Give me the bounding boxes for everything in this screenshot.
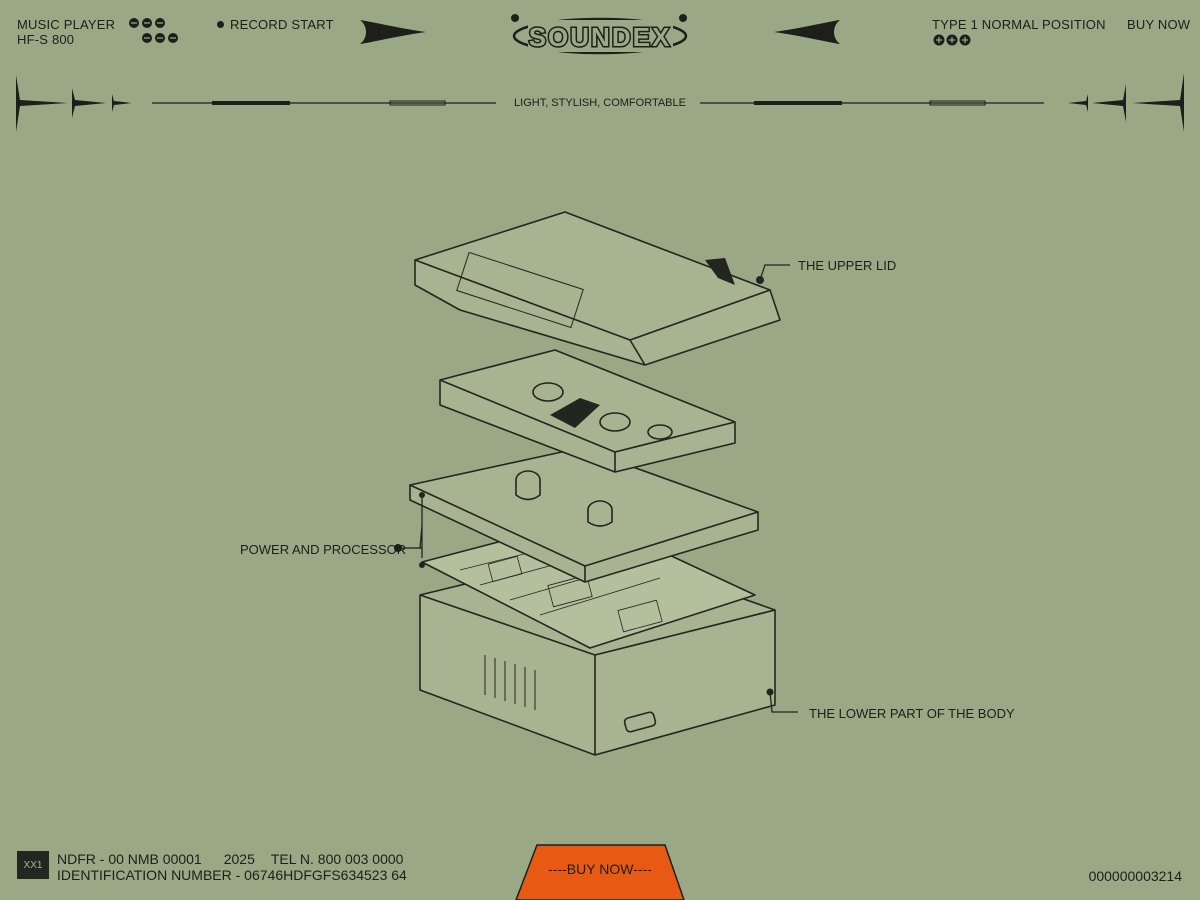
buy-button-label: ----BUY NOW----	[548, 861, 652, 877]
callout-upper-lid: THE UPPER LID	[798, 258, 897, 273]
left-spike-icon	[16, 75, 68, 132]
record-start[interactable]: RECORD START	[217, 17, 334, 32]
callout-lower-body: THE LOWER PART OF THE BODY	[809, 706, 1015, 721]
power-leader-line	[394, 544, 422, 552]
type-label: TYPE 1 NORMAL POSITION	[932, 17, 1106, 32]
exploded-device-illustration	[409, 211, 798, 756]
footer-ref: NDFR - 00 NMB 00001	[57, 851, 202, 867]
footer-badge: XX1	[17, 851, 49, 879]
buy-now-button[interactable]: ----BUY NOW----	[515, 844, 685, 900]
upper-lid-shape	[414, 211, 781, 366]
footer-ident: IDENTIFICATION NUMBER - 06746HDFGFS63452…	[57, 867, 407, 883]
footer-tel: TEL N. 800 003 0000	[270, 851, 404, 867]
footer-info: XX1 NDFR - 00 NMB 00001 2025 TEL N. 800 …	[17, 851, 407, 883]
product-line-1: MUSIC PLAYER	[17, 17, 116, 32]
decorative-dots-icon	[129, 18, 178, 43]
header-divider	[16, 73, 1184, 132]
logo-text: SOUNDEX	[529, 22, 672, 52]
product-line-2: HF-S 800	[17, 32, 75, 47]
right-swoosh-icon	[774, 20, 840, 44]
type-dots-icon	[933, 34, 971, 46]
buy-now-link[interactable]: BUY NOW	[1127, 17, 1191, 32]
type-info: TYPE 1 NORMAL POSITION	[932, 17, 1106, 50]
callout-power-processor: POWER AND PROCESSOR	[240, 542, 407, 557]
tagline: LIGHT, STYLISH, COMFORTABLE	[514, 97, 686, 109]
serial-number: 000000003214	[1088, 868, 1182, 884]
left-swoosh-icon	[360, 20, 426, 44]
record-label: RECORD START	[230, 17, 334, 32]
product-name: MUSIC PLAYER HF-S 800	[17, 17, 115, 47]
soundex-logo[interactable]: SOUNDEX	[508, 8, 693, 64]
record-dot-icon	[217, 21, 224, 28]
buy-button-shape	[515, 844, 685, 900]
footer-year: 2025	[223, 851, 255, 867]
